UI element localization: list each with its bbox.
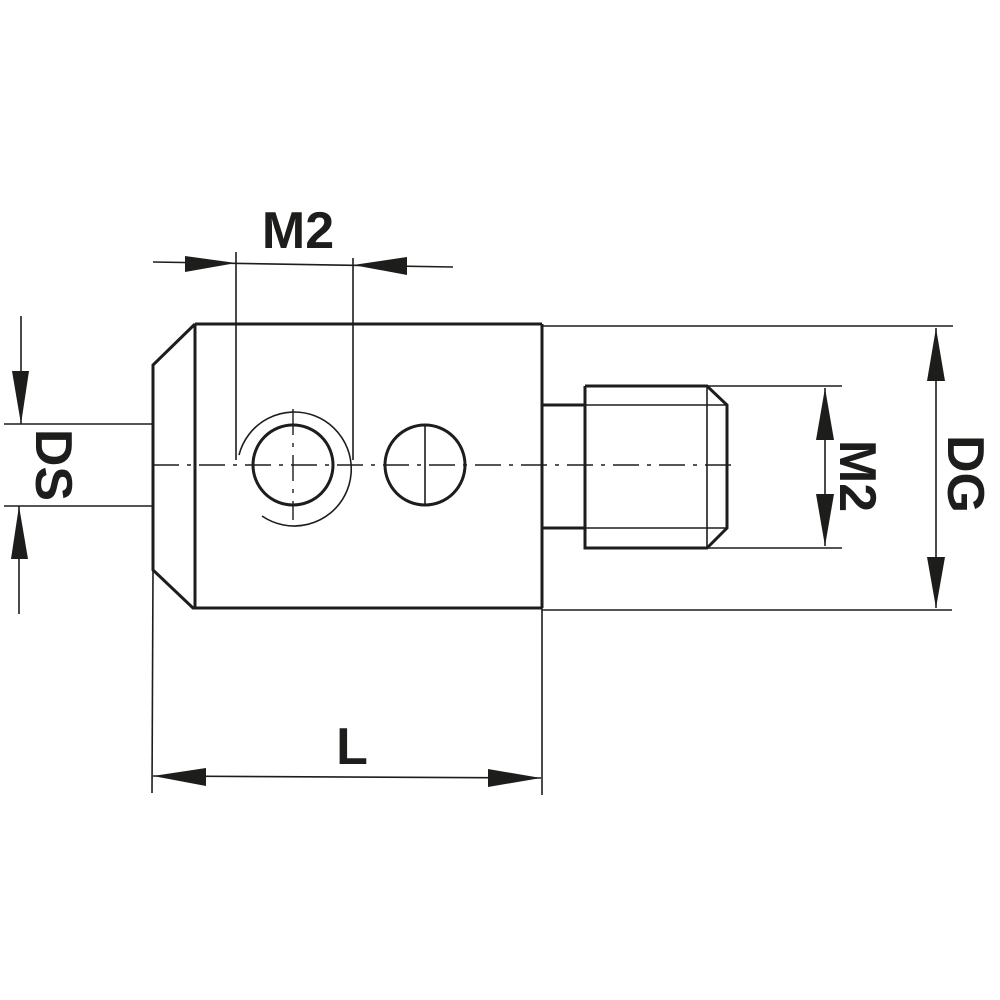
- dimension-shaft-diameter: DS: [4, 316, 153, 614]
- cross-hole-threaded: [238, 409, 353, 527]
- length-label: L: [336, 718, 368, 776]
- threaded-stud: [542, 384, 729, 550]
- shaft-diameter-label: DS: [24, 429, 82, 501]
- dimension-length: L: [151, 569, 543, 795]
- adapter-body: [151, 322, 544, 610]
- top-thread-label: M2: [262, 202, 334, 260]
- dimension-top-thread: M2: [152, 202, 454, 460]
- side-thread-label: M2: [828, 440, 886, 512]
- dimension-side-thread: M2: [707, 385, 886, 549]
- body-diameter-label: DG: [936, 435, 994, 513]
- dimension-body-diameter: DG: [542, 325, 994, 611]
